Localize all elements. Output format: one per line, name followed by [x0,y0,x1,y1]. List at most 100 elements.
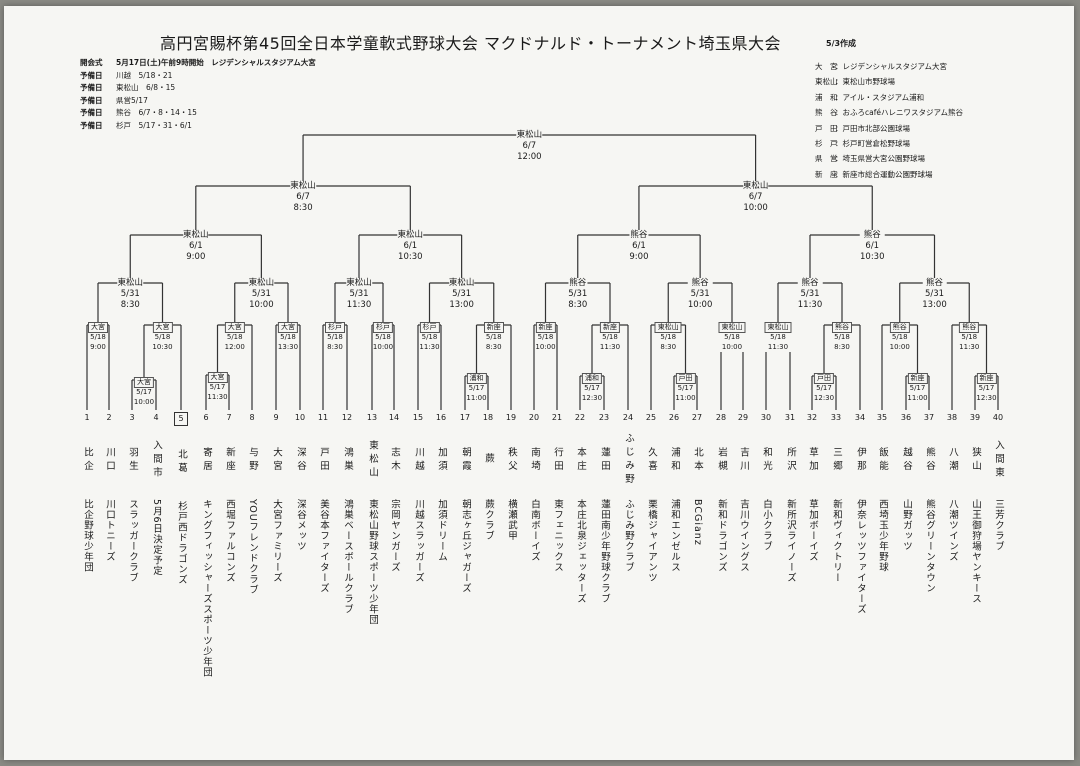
team-number: 28 [715,413,727,422]
match-date: 6/1 [188,241,203,251]
match-date: 5/18 [834,333,850,342]
team-name: スラッガークラブ [127,499,138,583]
match-date: 5/18 [961,333,978,342]
team-number: 9 [273,413,279,422]
reserve-key: 予備日 [80,95,103,105]
team-number: 32 [806,413,818,422]
team-number: 1 [84,413,90,422]
match-time: 8:30 [293,203,313,213]
team-number: 34 [854,413,866,422]
match-date: 5/17 [978,384,995,393]
match-venue: 戸田 [675,373,696,385]
team-number: 2 [106,413,112,422]
match-date: 5/18 [421,333,438,342]
legend-key: 杉 戸 [815,139,838,149]
team-name: 三芳クラブ [993,499,1004,552]
match-venue: 新座 [600,322,620,334]
venue-legend: 大 宮：レジデンシャルスタジアム大宮 東松山：東松山市野球場 浦 和：アイル・ス… [815,59,963,182]
match-venue: 東松山 [397,230,424,240]
match-time: 10:00 [249,300,274,310]
team-name: 大宮ファミリーズ [271,499,282,583]
team-region: 久喜 [646,446,657,474]
legend-value: ：東松山市野球場 [835,77,895,87]
team-number: 3 [129,413,135,422]
team-region: 草加 [807,446,818,474]
team-name: 吉川ウイングス [738,499,749,573]
match-time: 8:30 [660,342,677,351]
legend-item: 東松山：東松山市野球場 [815,74,963,89]
match-venue: 大宮 [134,377,154,389]
legend-item: 大 宮：レジデンシャルスタジアム大宮 [815,59,963,74]
team-region: 蕨 [483,453,494,467]
legend-value: ：埼玉県営大宮公園野球場 [835,154,925,164]
team-number: 19 [505,413,517,422]
legend-key: 浦 和 [815,92,838,102]
team-name: 栗橋ジャイアンツ [646,499,657,583]
team-name: 山王御狩場ヤンキース [970,499,981,604]
match-date: 5/18 [327,333,343,342]
team-region: 戸田 [318,446,329,474]
reserve-day: 予備日県営5/17 [80,95,316,108]
reserve-day: 予備日杉戸 5/17・31・6/1 [80,120,316,133]
match-venue: 東松山 [448,278,475,288]
team-region: 川口 [104,446,115,474]
legend-item: 戸 田：戸田市北部公園球場 [815,121,963,136]
reserve-key: 予備日 [80,83,103,93]
team-number: 16 [435,413,447,422]
team-number: 15 [412,413,424,422]
match-time: 8:30 [485,342,502,351]
team-region: 志木 [389,446,400,474]
team-number: 20 [528,413,540,422]
match-venue: 新座 [483,322,504,334]
match-venue: 東松山 [117,278,144,288]
match-time: 10:00 [372,342,394,351]
team-number: 23 [598,413,610,422]
team-number: 35 [876,413,888,422]
team-name: 東松山野球スポーツ少年団 [367,499,378,625]
reserve-day: 予備日川越 5/18・21 [80,70,316,83]
legend-item: 杉 戸：杉戸町営倉松野球場 [815,136,963,151]
match-date: 5/17 [909,384,926,393]
match-date: 5/18 [226,333,243,342]
team-region: 行田 [552,446,563,474]
match-time: 12:00 [224,342,245,351]
match-venue: 東松山 [516,130,543,140]
team-region: 越谷 [901,446,912,474]
team-number: 36 [900,413,912,422]
match-date: 5/17 [209,383,226,392]
team-name: 伊奈レッツファイターズ [855,499,866,615]
match-date: 5/18 [90,333,106,342]
match-venue: 東松山 [248,278,275,288]
team-region: 八潮 [947,446,958,474]
team-region: 浦和 [669,446,680,474]
team-region: 東松山 [367,439,378,481]
team-number: 33 [830,413,842,422]
team-name: 熊谷グリーンタウン [924,499,935,594]
team-number: 24 [622,413,634,422]
